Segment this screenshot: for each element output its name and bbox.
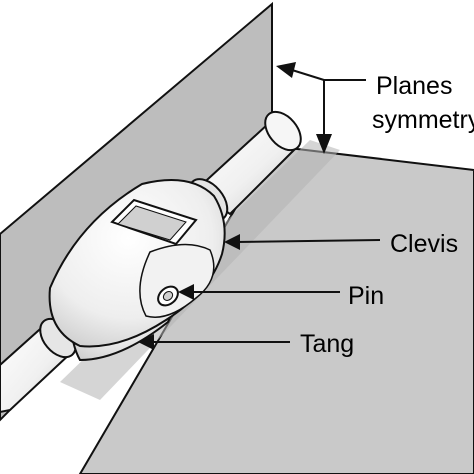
tang-label: Tang <box>300 330 354 358</box>
pin-leader <box>178 284 340 300</box>
clevis-label: Clevis <box>390 230 458 258</box>
symmetry-label: symmetry <box>372 106 474 134</box>
tang-leader <box>138 334 290 350</box>
pin-label: Pin <box>348 282 384 310</box>
planes-label: Planes <box>376 72 452 100</box>
clevis-leader <box>224 234 381 250</box>
horizontal-symmetry-plane <box>78 144 474 474</box>
pin <box>157 285 179 307</box>
planes-leader <box>276 62 366 154</box>
clevis-slot <box>110 198 198 246</box>
